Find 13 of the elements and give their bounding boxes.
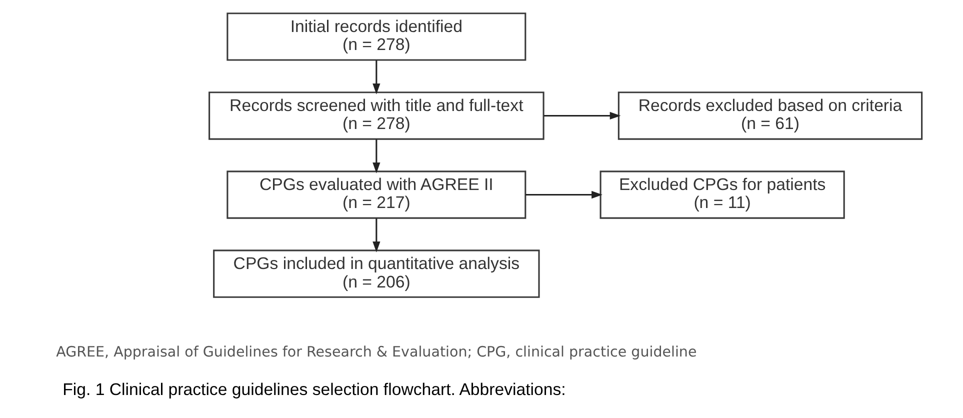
- arrow: [372, 60, 380, 94]
- node-box: Excluded CPGs for patients (n = 11): [599, 170, 844, 219]
- arrow: [525, 190, 602, 199]
- node-box: Records screened with title and full-text (n = 278): [208, 92, 544, 140]
- label: AGREE, Appraisal of Guidelines for Research & Evaluation; CPG, clinical practice guideline: [56, 344, 696, 360]
- arrow: [544, 112, 620, 120]
- caption: Fig. 1 Clinical practice guidelines selection flowchart. Abbreviations:: [62, 380, 566, 399]
- node-box: CPGs included in quantitative analysis (n = 206): [212, 250, 540, 298]
- node-box: Initial records identified (n = 278): [226, 12, 526, 61]
- node-box: Records excluded based on criteria (n = 61): [617, 92, 922, 140]
- arrow: [372, 139, 380, 174]
- node-box: CPGs evaluated with AGREE II (n = 217): [226, 170, 526, 219]
- arrow: [372, 218, 380, 252]
